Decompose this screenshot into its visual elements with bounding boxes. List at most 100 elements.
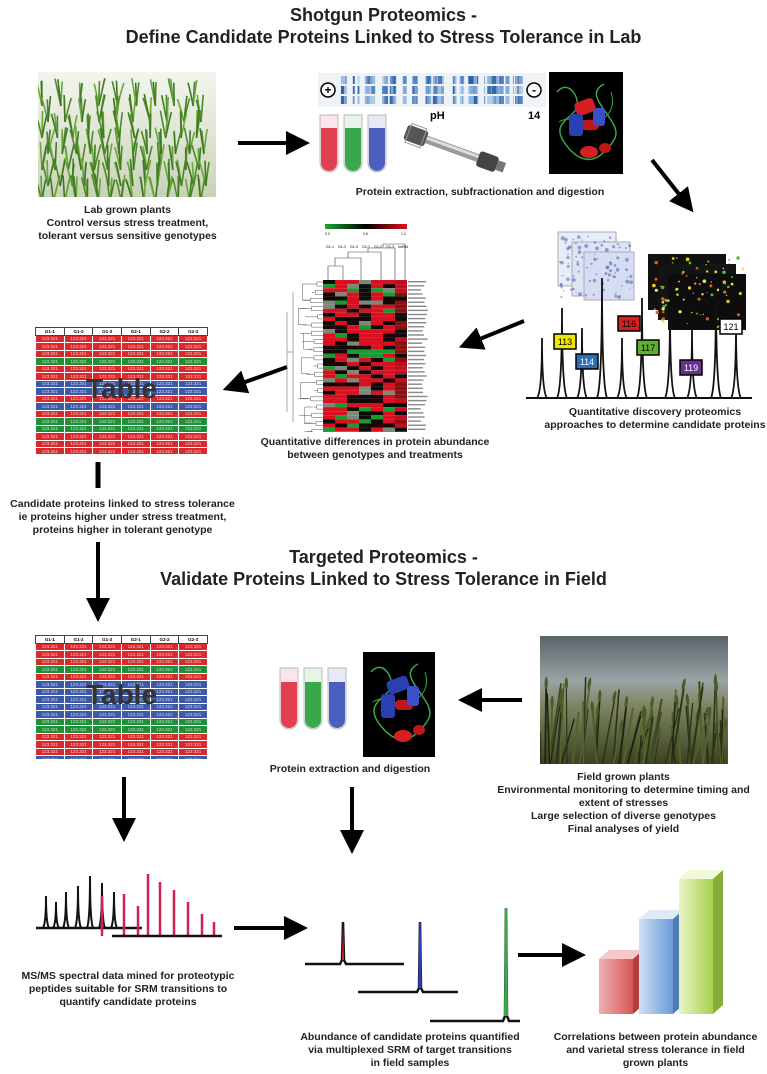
gel-band	[364, 96, 368, 104]
dige-spot	[738, 291, 742, 296]
heatmap-cell	[335, 316, 347, 321]
heatmap-cell	[395, 398, 407, 403]
dige-spot	[714, 270, 718, 274]
heatmap-cell	[323, 398, 335, 403]
heatmap-row-label	[408, 289, 422, 291]
gel-spot	[618, 247, 620, 249]
heatmap-cell	[383, 423, 395, 428]
heatmap-cell	[383, 325, 395, 330]
gel-band	[340, 86, 345, 94]
gel-band	[383, 96, 387, 104]
gel-band	[390, 86, 395, 94]
table-cell: 123.321	[35, 432, 65, 441]
table-cell: 123.321	[120, 755, 151, 759]
table-cell: 123.321	[63, 334, 94, 343]
heatmap-row-label	[408, 338, 428, 340]
dige-spot	[682, 270, 685, 274]
table-header-cell: G2-2	[149, 635, 180, 644]
table-cell: 123.321	[149, 657, 180, 666]
table-cell: 123.321	[178, 357, 208, 366]
itraq-label-117: 117	[641, 343, 655, 353]
gel-spot	[578, 292, 582, 296]
heatmap-cell	[371, 390, 383, 395]
heatmap-cell	[395, 304, 407, 309]
seedling-blade	[184, 178, 190, 197]
gel-band	[469, 76, 474, 84]
gel-band	[495, 86, 499, 94]
heatmap-cell	[335, 308, 347, 313]
gel-spot	[576, 262, 580, 266]
gel-spot	[581, 239, 583, 241]
dige-spot	[726, 299, 730, 304]
heatmap-cell	[359, 292, 371, 297]
svg-text:+: +	[324, 83, 331, 97]
heatmap-row-label	[408, 285, 425, 287]
itraq-tag-117	[636, 339, 660, 356]
table-cell: 123.321	[120, 725, 151, 734]
gel-band	[371, 86, 376, 94]
gel-band	[357, 86, 360, 94]
seedling-blade	[105, 175, 111, 197]
table-cell: 123.321	[120, 642, 151, 651]
heatmap-col-label: G2-1	[362, 245, 370, 249]
msms-spectra	[36, 874, 222, 938]
heatmap-cell	[347, 378, 359, 383]
heatmap-cell	[347, 386, 359, 391]
table-cell: 123.321	[92, 424, 122, 433]
heatmap-cell	[335, 296, 347, 301]
heatmap-cell	[371, 357, 383, 362]
heatmap-cell	[395, 386, 407, 391]
heatmap-cell	[383, 329, 395, 334]
table-cell: 123.321	[92, 717, 122, 726]
gel-spot	[594, 253, 596, 255]
heatmap-col-label: G2-2	[374, 245, 382, 249]
gel-spot	[615, 267, 620, 272]
gel-band	[371, 76, 376, 84]
heatmap-cell	[383, 312, 395, 317]
heatmap-cell	[383, 296, 395, 301]
heatmap-row-label	[408, 371, 425, 373]
2d-dige-gel	[648, 254, 746, 330]
table-cell: 123.321	[63, 349, 94, 358]
heatmap-row-label	[408, 383, 422, 385]
heatmap-cell	[359, 349, 371, 354]
gel-band	[474, 76, 477, 84]
gel-spot	[608, 269, 613, 273]
heatmap-cell	[347, 382, 359, 387]
table-cell: 123.321	[92, 364, 122, 373]
seedling-blade	[70, 175, 76, 197]
heatmap-cell	[371, 394, 383, 399]
heatmap-cell	[383, 333, 395, 338]
gel-band	[487, 76, 492, 84]
minus-icon	[526, 82, 542, 98]
heatmap-cell	[383, 382, 395, 387]
heatmap-cell	[323, 366, 335, 371]
heatmap-cell	[335, 341, 347, 346]
msms-peak-black	[98, 882, 106, 929]
gel-spot	[621, 285, 623, 287]
heatmap-cell	[323, 390, 335, 395]
gel-band	[452, 76, 455, 84]
table-cell: 123.321	[92, 417, 122, 426]
gel-band	[344, 86, 347, 94]
seedling-blade	[62, 175, 66, 197]
heatmap-cell	[371, 370, 383, 375]
table-cell: 123.321	[120, 747, 151, 756]
heatmap-cell	[347, 325, 359, 330]
wheat-stalk	[702, 716, 711, 764]
gel-spot	[626, 276, 628, 278]
svg-text:0.5: 0.5	[363, 232, 368, 236]
heatmap-cell	[359, 398, 371, 403]
gel-spot	[588, 279, 592, 283]
seedling-blade	[67, 144, 75, 171]
seedling-blade	[117, 142, 122, 171]
table-cell: 123.321	[35, 732, 65, 741]
heatmap-cell	[347, 337, 359, 342]
table-cell: 123.321	[178, 334, 208, 343]
heatmap-cell	[347, 353, 359, 358]
heatmap-cell	[335, 403, 347, 408]
heatmap-cell	[359, 341, 371, 346]
heatmap-cell	[395, 394, 407, 399]
wheat-stalk	[721, 698, 725, 764]
